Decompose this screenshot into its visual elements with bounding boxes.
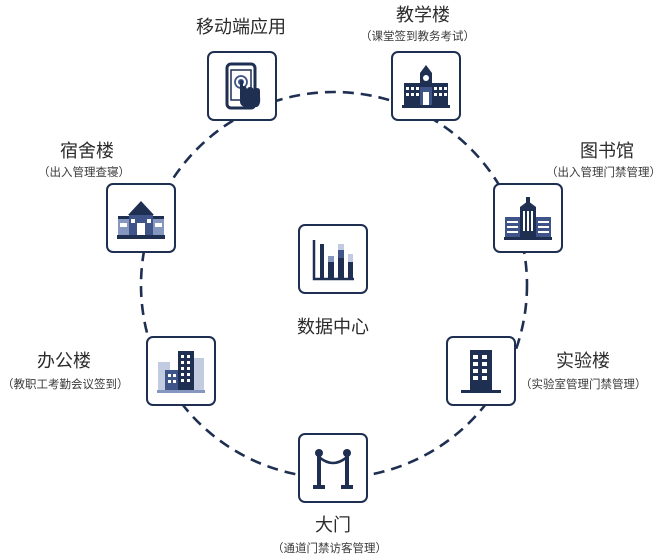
- bar-chart-icon: [312, 240, 354, 281]
- main-gate-subtitle: （通道门禁访客管理）: [272, 541, 387, 555]
- main-gate-node[interactable]: [298, 433, 368, 503]
- library-title: 图书馆: [580, 141, 634, 162]
- dormitory-house-icon: [117, 201, 165, 239]
- mobile-app-node[interactable]: [207, 51, 277, 121]
- main-gate-title: 大门: [315, 515, 351, 536]
- office-buildings-icon: [157, 351, 205, 393]
- office-building-node[interactable]: [146, 336, 216, 406]
- library-subtitle: （出入管理门禁管理）: [546, 165, 661, 179]
- office-building-title: 办公楼: [37, 351, 91, 372]
- mobile-app-title: 移动端应用: [196, 17, 286, 38]
- data-center-label: 数据中心: [297, 317, 369, 338]
- lab-building-node[interactable]: [446, 336, 516, 406]
- teaching-building-subtitle: （课堂签到教务考试）: [360, 29, 475, 43]
- touch-phone-icon: [225, 62, 261, 110]
- lab-building-subtitle: （实验室管理门禁管理）: [520, 377, 647, 391]
- dormitory-subtitle: （出入管理查寝）: [38, 165, 130, 179]
- barrier-posts-icon: [313, 449, 353, 489]
- teaching-building-node[interactable]: [391, 51, 461, 121]
- lab-building-title: 实验楼: [556, 351, 610, 372]
- library-node[interactable]: [493, 183, 563, 253]
- dormitory-title: 宿舍楼: [60, 141, 114, 162]
- tower-building-icon: [461, 350, 501, 393]
- library-building-icon: [504, 197, 552, 240]
- office-building-subtitle: （教职工考勤会议签到）: [2, 377, 129, 391]
- data-center-node[interactable]: [298, 224, 368, 294]
- dormitory-node[interactable]: [106, 183, 176, 253]
- teaching-building-title: 教学楼: [396, 5, 450, 26]
- teaching-building-icon: [402, 65, 450, 108]
